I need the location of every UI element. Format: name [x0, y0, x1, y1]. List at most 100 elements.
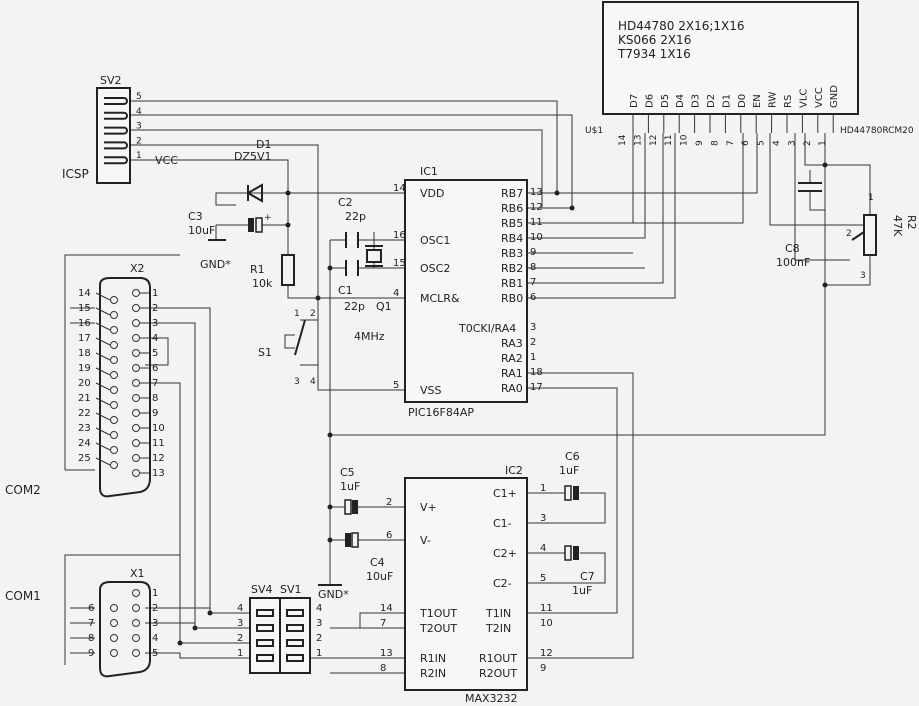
lcd-pin-name: D5 — [660, 94, 671, 108]
ic2-pin-number: 6 — [386, 530, 392, 541]
ic1-pin-number: 14 — [393, 183, 406, 194]
sv4-ref: SV4 — [251, 583, 273, 596]
x2-pin-right: 1 — [152, 288, 158, 299]
x2-pin-left: 19 — [78, 363, 91, 374]
ic2-pin-number: 12 — [540, 648, 553, 659]
x2-pin-contact — [110, 431, 118, 439]
ic1-pin-name: RB1 — [501, 277, 523, 290]
ic2-pin-name: V+ — [420, 501, 437, 514]
lcd-pin-number: 14 — [618, 134, 628, 146]
lcd-pin-number: 2 — [803, 140, 813, 146]
x2-pin-right: 11 — [152, 438, 165, 449]
x2-pin-right: 4 — [152, 333, 158, 344]
ic2-pin-number: 5 — [540, 573, 546, 584]
junction-dots — [177, 162, 828, 646]
ic1-pin-name: RB2 — [501, 262, 523, 275]
lcd-pin-number: 9 — [695, 140, 705, 146]
x2-pin-contact — [132, 379, 140, 387]
ic2-pin-name: C1+ — [493, 487, 517, 500]
sv1-pin-number: 3 — [316, 618, 322, 629]
x2-pin-right: 2 — [152, 303, 158, 314]
potentiometer-r2: 1 2 3 R2 47K — [846, 193, 918, 286]
x2-pin-contact — [110, 461, 118, 469]
zener-d1: D1 DZ5V1 — [234, 138, 272, 203]
x2-pin-contact — [110, 296, 118, 304]
lcd-pin-number: 8 — [710, 140, 720, 146]
svg-text:+: + — [264, 213, 272, 223]
ic1-pin-name: RB3 — [501, 247, 523, 260]
svg-text:2: 2 — [310, 309, 316, 319]
x2-pin-lead — [95, 337, 111, 346]
sv2-pin — [104, 111, 128, 120]
ic2-pin-number: 14 — [380, 603, 393, 614]
x1-pin-contact — [132, 589, 140, 597]
x1-pin-right: 2 — [152, 603, 158, 614]
ic1-pin-name: RB4 — [501, 232, 523, 245]
ic1-pin-name: RA3 — [501, 337, 523, 350]
svg-text:1: 1 — [294, 309, 300, 319]
c3-value: 10uF — [188, 224, 215, 237]
x1-pin-left: 9 — [88, 648, 94, 659]
x2-label: COM2 — [5, 483, 41, 497]
resistor-r1: R1 10k — [250, 254, 295, 290]
svg-text:1: 1 — [868, 193, 874, 203]
x2-pin-right: 10 — [152, 423, 165, 434]
lcd-pin-name: D4 — [675, 94, 686, 108]
lcd-pin-number: 5 — [757, 140, 767, 146]
x2-pin-right: 8 — [152, 393, 158, 404]
ic2-pin-name: R2IN — [420, 667, 446, 680]
x2-pin-contact — [132, 289, 140, 297]
lcd-pin-name: EN — [752, 94, 763, 108]
lcd-pin-number: 11 — [664, 135, 674, 146]
ic1-pin-number: 18 — [530, 367, 543, 378]
ic2-pin-name: R1OUT — [479, 652, 517, 665]
lcd-part: HD44780RCM20 — [840, 126, 914, 136]
x2-pin-contact — [110, 371, 118, 379]
x2-pin-left: 22 — [78, 408, 91, 419]
x2-pin-right: 12 — [152, 453, 165, 464]
ic2-pin-number: 7 — [380, 618, 386, 629]
c7-value: 1uF — [572, 584, 592, 597]
x2-pin-left: 14 — [78, 288, 91, 299]
ic2-pin-number: 10 — [540, 618, 553, 629]
c2-ref: C2 — [338, 196, 353, 209]
x2-pin-contact — [110, 386, 118, 394]
c4-ref: C4 — [370, 556, 385, 569]
x1-label: COM1 — [5, 589, 41, 603]
c6-ref: C6 — [565, 450, 580, 463]
ic1-pin-name: OSC2 — [420, 262, 450, 275]
ic1-pin-number: 6 — [530, 292, 536, 303]
x1-pin-left: 7 — [88, 618, 94, 629]
x2-pin-left: 16 — [78, 318, 91, 329]
lcd-pin-number: 13 — [633, 135, 643, 146]
ic1-pin-name: RB7 — [501, 187, 523, 200]
sv1-pin-number: 2 — [316, 633, 322, 644]
q1-ref: Q1 — [376, 300, 392, 313]
ic2-pin-number: 4 — [540, 543, 546, 554]
x1-pin-right: 1 — [152, 588, 158, 599]
x2-pin-right: 13 — [152, 468, 165, 479]
c1-value: 22p — [344, 300, 365, 313]
x1-pin-contact — [110, 604, 118, 612]
capacitor-c8: C8 100nF — [776, 182, 822, 269]
ic1-pin-name: RA1 — [501, 367, 523, 380]
x1-pin-contact — [110, 619, 118, 627]
r2-ref: R2 — [905, 215, 918, 230]
x2-pin-lead — [95, 397, 111, 406]
c6-value: 1uF — [559, 464, 579, 477]
sv1-pin-number: 1 — [316, 648, 322, 659]
lcd-line-3: T7934 1X16 — [617, 47, 691, 61]
x2-pin-left: 23 — [78, 423, 91, 434]
svg-text:3: 3 — [294, 377, 300, 387]
ic1-pin-number: 12 — [530, 202, 543, 213]
x1-pin-right: 3 — [152, 618, 158, 629]
sv2-pin — [104, 126, 128, 135]
ic2-ref: IC2 — [505, 464, 523, 477]
x2-pin-lead — [95, 352, 111, 361]
x2-pin-contact — [110, 446, 118, 454]
x2-pin-contact — [132, 394, 140, 402]
x1-pin-contact — [132, 604, 140, 612]
